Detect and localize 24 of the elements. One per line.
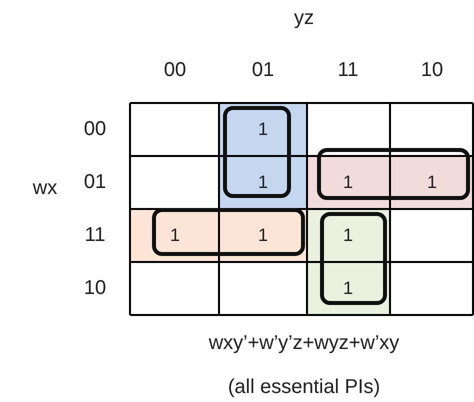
row-header: 11 (84, 224, 106, 246)
row-header: 10 (84, 277, 106, 299)
row-header: 01 (84, 171, 106, 193)
cell-value: 1 (258, 173, 268, 191)
column-header: 00 (164, 59, 186, 81)
cell-value: 1 (343, 173, 353, 191)
group-loop (320, 212, 387, 305)
column-header: 10 (420, 59, 444, 81)
caption: (all essential PIs) (228, 376, 380, 398)
cell-value: 1 (258, 120, 268, 138)
group-loop (152, 208, 305, 256)
variable-label: yz (294, 7, 314, 29)
column-header: 01 (252, 59, 274, 81)
cell-value: 1 (170, 226, 180, 244)
cell-value: 1 (343, 226, 353, 244)
expression: wxy’+w’y’z+wyz+w’xy (208, 332, 400, 354)
column-header: 11 (338, 59, 358, 81)
cell-value: 1 (427, 173, 437, 191)
cell-value: 1 (258, 226, 268, 244)
row-header: 00 (84, 118, 106, 140)
variable-label: wx (32, 177, 58, 199)
group-loop (317, 148, 470, 200)
cell-value: 1 (343, 279, 353, 297)
group-loop (223, 106, 291, 198)
